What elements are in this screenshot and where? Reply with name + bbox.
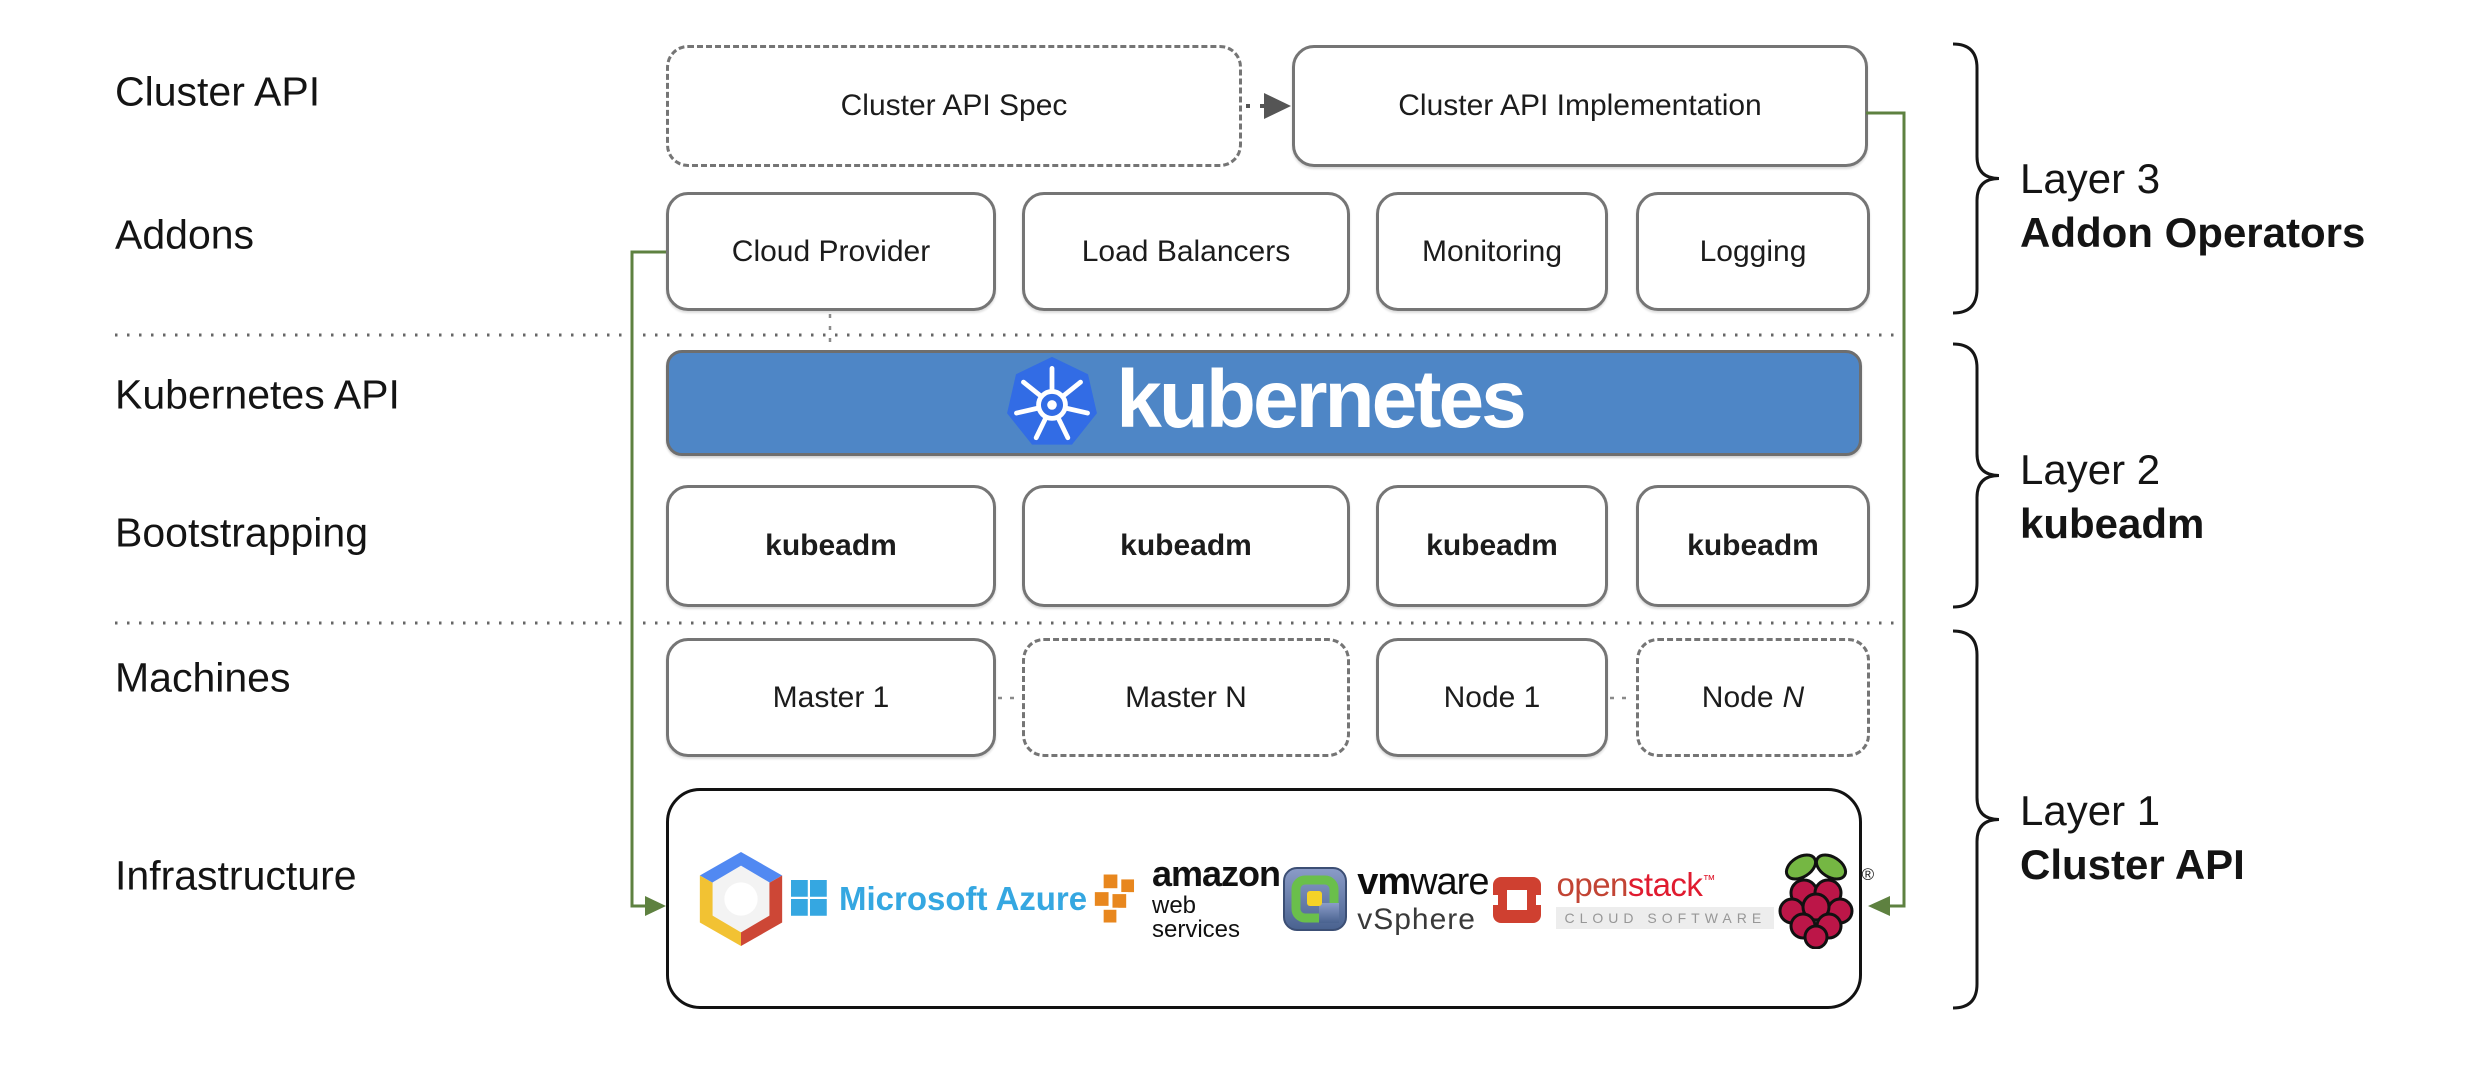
- vmware-logo: vmware vSphere: [1283, 860, 1489, 936]
- layer-2-brace: [1952, 342, 2000, 609]
- cluster-api-implementation-box: Cluster API Implementation: [1292, 45, 1868, 167]
- addon-box-cloud-provider: Cloud Provider: [666, 192, 996, 311]
- row-label-cluster-api: Cluster API: [115, 68, 321, 115]
- openstack-logo-text: openstack™: [1556, 868, 1774, 901]
- windows-flag-icon: [791, 879, 827, 916]
- layer-2-title: Layer 2: [2020, 446, 2161, 493]
- openstack-icon: [1488, 876, 1547, 923]
- kubernetes-banner: kubernetes: [666, 350, 1862, 456]
- layer-3-label: Layer 3 Addon Operators: [2020, 152, 2365, 260]
- kubeadm-box-3: kubeadm: [1376, 485, 1608, 607]
- vmware-logo-text: vmware: [1357, 860, 1489, 903]
- addon-box-logging: Logging: [1636, 192, 1870, 311]
- machine-box-master-n: Master N: [1022, 638, 1350, 757]
- machine-box-node-n: Node N: [1636, 638, 1870, 757]
- layer-1-brace: [1952, 629, 2000, 1010]
- layer-2-label: Layer 2 kubeadm: [2020, 443, 2204, 551]
- machine-box-node-n-suffix: N: [1782, 680, 1805, 714]
- infrastructure-box: Microsoft Azure amazon web services: [666, 788, 1874, 1009]
- row-label-machines: Machines: [115, 654, 291, 701]
- raspberry-pi-logo-icon: ®: [1774, 849, 1874, 949]
- addon-box-monitoring: Monitoring: [1376, 192, 1608, 311]
- cluster-api-spec-box: Cluster API Spec: [666, 45, 1242, 167]
- vsphere-logo-text: vSphere: [1357, 902, 1476, 936]
- kubeadm-box-2: kubeadm: [1022, 485, 1350, 607]
- machine-box-node-n-label: Node: [1701, 680, 1774, 714]
- vmware-ware-text: ware: [1410, 860, 1489, 903]
- machine-box-master-1: Master 1: [666, 638, 996, 757]
- row-label-kubernetes-api: Kubernetes API: [115, 371, 400, 418]
- green-connector-right: [1866, 111, 1906, 908]
- kubernetes-logo-icon: [1007, 356, 1098, 445]
- aws-cubes-icon: [1093, 872, 1137, 924]
- layer-1-title: Layer 1: [2020, 787, 2161, 834]
- row-label-addons: Addons: [115, 211, 255, 258]
- azure-logo-text: Microsoft Azure: [839, 879, 1088, 917]
- row-label-infrastructure: Infrastructure: [115, 852, 357, 899]
- raspberry-registered-mark: ®: [1861, 864, 1875, 884]
- kubeadm-box-4: kubeadm: [1636, 485, 1870, 607]
- openstack-stack-text: stack: [1627, 866, 1703, 903]
- aws-logo: amazon web services: [1087, 852, 1283, 943]
- aws-logo-subtext: web services: [1152, 891, 1241, 943]
- openstack-open-text: open: [1556, 866, 1628, 903]
- layer-1-subtitle: Cluster API: [2020, 841, 2245, 888]
- raspberry-icon: [1778, 853, 1854, 949]
- vsphere-icon: [1283, 866, 1348, 931]
- vmware-vm-text: vm: [1357, 860, 1411, 903]
- row-label-bootstrapping: Bootstrapping: [115, 509, 369, 556]
- gcp-logo-icon: [691, 850, 791, 948]
- spec-to-implementation-arrowhead: [1264, 93, 1291, 119]
- machine-box-node-1: Node 1: [1376, 638, 1608, 757]
- layer-3-title: Layer 3: [2020, 155, 2161, 202]
- azure-logo: Microsoft Azure: [791, 879, 1088, 918]
- layer-3-subtitle: Addon Operators: [2020, 209, 2366, 256]
- layer-3-brace: [1952, 42, 2000, 315]
- kubernetes-wordmark: kubernetes: [1116, 354, 1527, 445]
- addon-box-load-balancers: Load Balancers: [1022, 192, 1350, 311]
- openstack-logo: openstack™ CLOUD SOFTWARE: [1488, 868, 1775, 929]
- green-arrowhead-right: [1868, 896, 1890, 916]
- openstack-trademark: ™: [1702, 872, 1715, 887]
- kubeadm-box-1: kubeadm: [666, 485, 996, 607]
- layer-1-label: Layer 1 Cluster API: [2020, 784, 2245, 892]
- green-connector-left: [630, 250, 666, 908]
- openstack-subtext: CLOUD SOFTWARE: [1556, 907, 1775, 929]
- layer-2-subtitle: kubeadm: [2020, 500, 2205, 547]
- aws-logo-text: amazon: [1152, 852, 1281, 894]
- green-arrowhead-left: [645, 896, 666, 916]
- gcp-hexagon-icon: [699, 851, 783, 946]
